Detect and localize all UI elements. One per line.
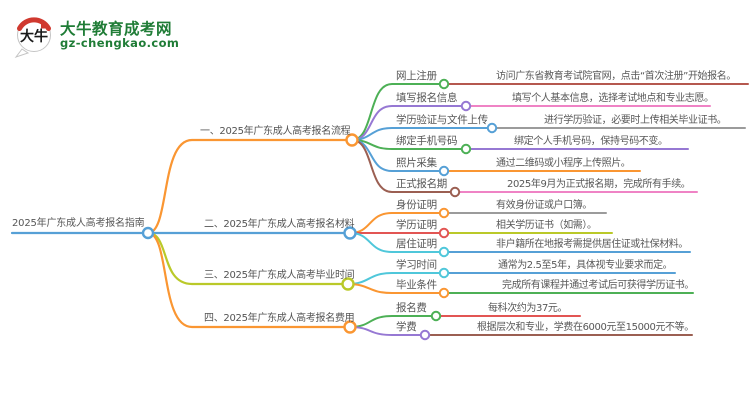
leaf-label-3-2: 毕业条件	[396, 279, 437, 291]
logo: 大牛 大牛教育成考网 gz-chengkao.com	[12, 13, 242, 58]
leaf-detail-3-1: 通常为2.5至5年，具体视专业要求而定。	[498, 260, 673, 271]
node-dot-leaf-3-2	[438, 287, 450, 299]
node-dot-branch-4	[343, 320, 357, 334]
logo-site-url: gz-chengkao.com	[60, 36, 180, 50]
node-dot-root	[141, 226, 155, 240]
node-dot-leaf-3-1	[438, 267, 450, 279]
node-dot-leaf-1-4	[460, 143, 472, 155]
node-dot-branch-2	[343, 226, 357, 240]
logo-site-name: 大牛教育成考网	[60, 20, 173, 38]
node-dot-branch-1	[345, 133, 359, 147]
leaf-label-1-3: 学历验证与文件上传	[396, 114, 488, 126]
leaf-detail-1-3: 进行学历验证，必要时上传相关毕业证书。	[544, 115, 727, 126]
leaf-detail-4-1: 每科次约为37元。	[488, 303, 568, 314]
leaf-detail-1-5: 通过二维码或小程序上传照片。	[496, 158, 631, 169]
wire-leaf-1-1	[351, 83, 441, 141]
root-node-label: 2025年广东成人高考报名指南	[12, 218, 145, 229]
wire-root-branch-1	[146, 138, 354, 235]
leaf-detail-1-1: 访问广东省教育考试院官网，点击“首次注册”开始报名。	[496, 71, 736, 82]
leaf-label-2-1: 身份证明	[396, 199, 437, 211]
leaf-detail-3-2: 完成所有课程并通过考试后可获得学历证书。	[502, 280, 694, 291]
node-dot-leaf-2-3	[438, 246, 450, 258]
node-dot-leaf-2-2	[438, 227, 450, 239]
logo-icon: 大牛	[14, 17, 51, 58]
node-dot-leaf-1-3	[486, 122, 498, 134]
branch-node-3: 三、2025年广东成人高考毕业时间	[204, 270, 355, 281]
leaf-label-2-3: 居住证明	[396, 238, 437, 250]
wire-root-branch-4	[146, 231, 352, 329]
leaf-label-3-1: 学习时间	[396, 259, 437, 271]
wire-leaf-4-1	[349, 315, 433, 328]
node-dot-branch-3	[341, 277, 355, 291]
branch-node-1: 一、2025年广东成人高考报名流程	[200, 126, 351, 137]
logo-badge-text: 大牛	[20, 28, 48, 45]
node-dot-leaf-1-1	[438, 78, 450, 90]
node-dot-leaf-2-1	[438, 207, 450, 219]
node-dot-leaf-4-1	[430, 310, 442, 322]
leaf-label-1-2: 填写报名信息	[396, 92, 458, 104]
leaf-label-4-1: 报名费	[396, 302, 427, 314]
wire-leaf-1-6	[351, 139, 452, 193]
leaf-detail-1-2: 填写个人基本信息，选择考试地点和专业志愿。	[512, 93, 714, 104]
node-dot-leaf-1-6	[449, 186, 461, 198]
leaf-label-1-5: 照片采集	[396, 157, 437, 169]
leaf-label-1-6: 正式报名期	[396, 178, 447, 190]
node-dot-leaf-1-5	[438, 165, 450, 177]
leaf-label-1-1: 网上注册	[396, 70, 437, 82]
leaf-detail-1-6: 2025年9月为正式报名期，完成所有手续。	[507, 179, 691, 190]
leaf-label-2-2: 学历证明	[396, 219, 437, 231]
leaf-detail-2-3: 非户籍所在地报考需提供居住证或社保材料。	[496, 239, 688, 250]
node-dot-leaf-1-2	[460, 100, 472, 112]
leaf-detail-2-2: 相关学历证书（如需）。	[496, 220, 597, 231]
leaf-label-4-2: 学费	[396, 321, 417, 333]
leaf-label-1-4: 绑定手机号码	[396, 135, 458, 147]
leaf-detail-1-4: 绑定个人手机号码，保持号码不变。	[514, 136, 668, 147]
branch-node-2: 二、2025年广东成人高考报名材料	[204, 219, 355, 230]
leaf-detail-2-1: 有效身份证或户口簿。	[496, 200, 592, 211]
branch-node-4: 四、2025年广东成人高考报名费用	[204, 313, 355, 324]
leaf-detail-4-2: 根据层次和专业，学费在6000元至15000元不等。	[477, 322, 694, 333]
node-dot-leaf-4-2	[419, 329, 431, 341]
